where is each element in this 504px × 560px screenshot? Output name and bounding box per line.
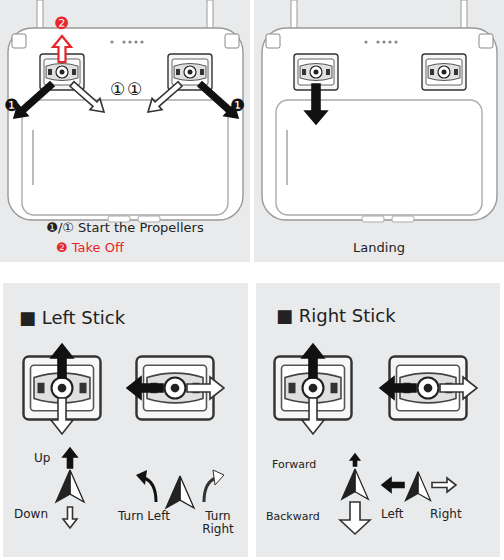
direction-arrow: [51, 398, 73, 434]
direction-label: Forward: [272, 459, 316, 471]
direction-arrow: [63, 507, 77, 528]
drone-icon: [405, 472, 430, 501]
direction-label: Backward: [266, 511, 320, 523]
remote-controller: [8, 0, 243, 222]
drone-icon: [342, 469, 369, 499]
direction-arrow: [440, 377, 477, 399]
direction-label: Up: [34, 452, 50, 465]
panel-caption: ■ Left Stick: [19, 307, 125, 328]
panel-caption: ❶/① Start the Propellers: [0, 220, 250, 235]
direction-arrow: [70, 82, 104, 112]
remote-controller: [262, 0, 497, 222]
callout-number: ❶: [230, 96, 245, 115]
direction-arrow: [14, 82, 54, 118]
instruction-panel: Landing: [254, 0, 504, 262]
panel-caption: Landing: [254, 240, 504, 255]
drone-icon: [56, 470, 84, 502]
callout-number: ❶: [4, 96, 19, 115]
direction-label: Right: [430, 508, 462, 521]
panel-ground: [3, 283, 248, 557]
direction-arrow: [148, 82, 182, 112]
panel-ground: [256, 283, 500, 557]
direction-arrow: [382, 478, 404, 492]
panel-caption: ■ Right Stick: [276, 305, 396, 326]
direction-arrow: [302, 344, 324, 378]
direction-arrow: [53, 36, 71, 62]
left-stick-panel: [24, 344, 225, 528]
callout-number: ①: [110, 80, 125, 99]
panel-ground: [254, 0, 504, 262]
direction-arrow: [305, 84, 327, 124]
direction-arrow: [432, 478, 456, 492]
direction-arrow: [380, 377, 416, 399]
direction-arrow: [340, 502, 370, 534]
instruction-panel: ❶/① Start the Propellers ❷ Take Off: [0, 0, 250, 262]
direction-arrow: [51, 344, 73, 378]
right-stick-panel: [275, 344, 478, 534]
direction-label: Left: [381, 508, 404, 521]
panel-ground: [0, 0, 250, 262]
direction-arrow: [187, 377, 224, 399]
step-caption: ❷ Take Off: [56, 240, 124, 255]
direction-arrow: [302, 398, 324, 434]
direction-arrow: [127, 377, 163, 399]
direction-label: Turn Right: [192, 510, 244, 536]
direction-label: Down: [14, 508, 48, 521]
direction-arrow: [63, 448, 77, 468]
direction-label: Turn Left: [118, 510, 170, 523]
drone-icon: [166, 476, 194, 508]
stick-gimbal: [422, 54, 466, 90]
direction-arrow: [351, 454, 360, 466]
callout-number: ①: [127, 80, 142, 99]
callout-number: ❷: [54, 14, 69, 33]
